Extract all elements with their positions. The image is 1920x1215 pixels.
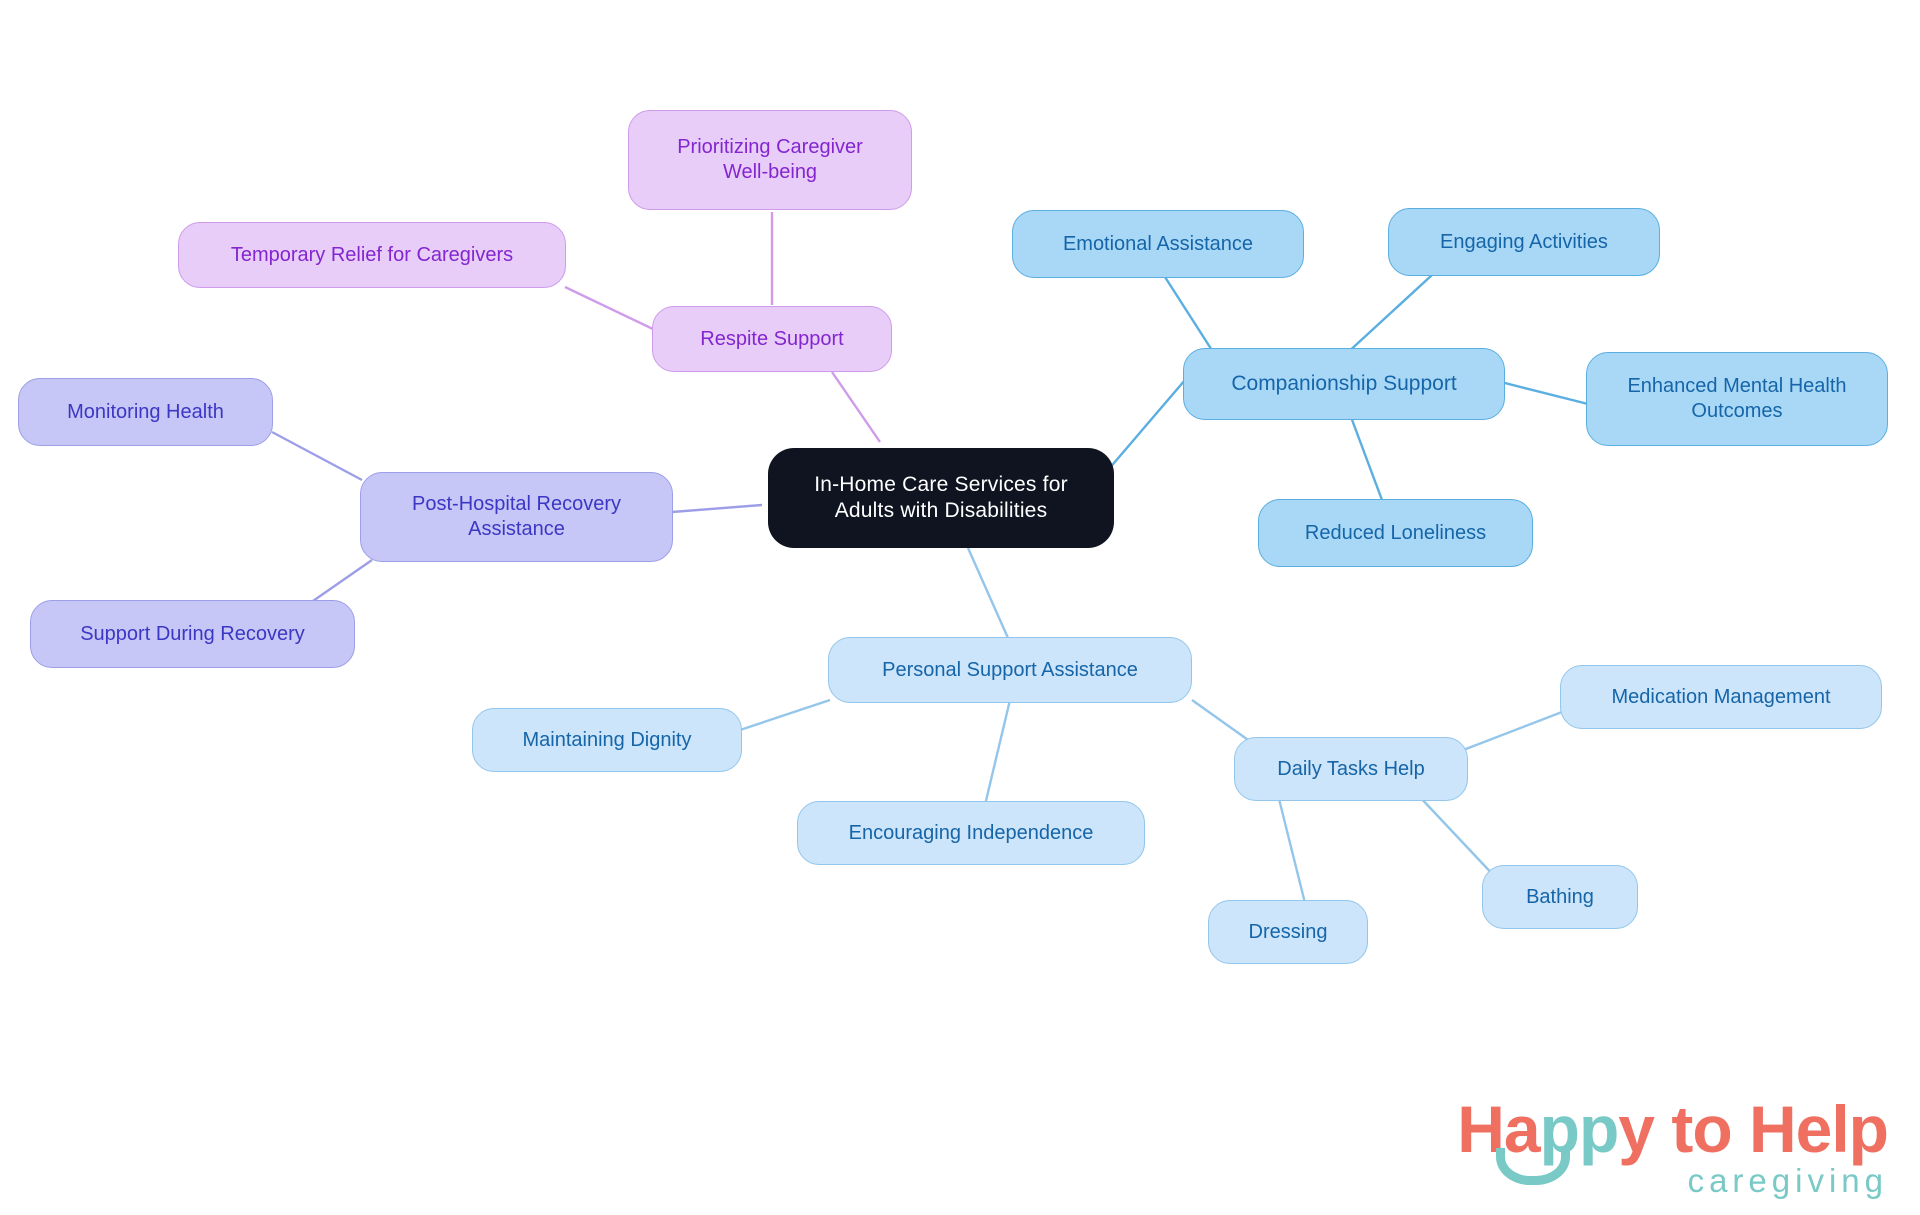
node-companionship-support-label: Companionship Support [1231,371,1457,395]
node-maintaining-dignity-label: Maintaining Dignity [522,728,692,751]
node-engaging-activities[interactable]: Engaging Activities [1388,208,1660,276]
brand-logo: Happy to Help caregiving [1418,1096,1889,1199]
smile-icon [1496,1148,1570,1185]
edge-dailytasks-bathing [1417,794,1499,881]
node-root-label: In-Home Care Services for Adults with Di… [814,472,1068,522]
edge-root-personal [966,547,1010,639]
node-reduced-loneliness[interactable]: Reduced Loneliness [1258,499,1533,567]
node-maintaining-dignity[interactable]: Maintaining Dignity [472,708,742,772]
node-dressing[interactable]: Dressing [1208,900,1368,964]
node-bathing-label: Bathing [1526,885,1594,908]
node-emotional-assistance[interactable]: Emotional Assistance [1012,210,1304,278]
node-support-during-recovery[interactable]: Support During Recovery [30,600,355,668]
node-encouraging-independence[interactable]: Encouraging Independence [797,801,1145,865]
node-encouraging-independence-label: Encouraging Independence [848,821,1094,844]
node-dressing-label: Dressing [1248,920,1328,943]
node-reduced-loneliness-label: Reduced Loneliness [1304,521,1487,544]
edge-root-posthospital [671,503,763,514]
edge-companionship-mentalhealth [1492,378,1589,406]
node-post-hospital-recovery-assistance-label: Post-Hospital Recovery Assistance [412,493,621,540]
edge-companionship-loneliness [1346,408,1384,501]
node-monitoring-health[interactable]: Monitoring Health [18,378,273,446]
node-temporary-relief-for-caregivers-label: Temporary Relief for Caregivers [230,243,514,266]
node-prioritizing-caregiver-wellbeing[interactable]: Prioritizing Caregiver Well-being [628,110,912,210]
edge-dailytasks-medication [1457,710,1563,754]
node-engaging-activities-label: Engaging Activities [1440,230,1608,253]
edge-companionship-engaging [1344,274,1433,356]
node-prioritizing-caregiver-wellbeing-label: Prioritizing Caregiver Well-being [677,136,863,183]
node-support-during-recovery-label: Support During Recovery [80,622,305,645]
node-personal-support-assistance-label: Personal Support Assistance [882,658,1138,681]
logo-subtitle: caregiving [1687,1162,1888,1199]
node-medication-management-label: Medication Management [1611,685,1831,708]
logo-wordmark: Happy to Help [1418,1096,1889,1185]
edge-companionship-emotional [1163,276,1217,356]
node-monitoring-health-label: Monitoring Health [67,400,224,423]
node-emotional-assistance-label: Emotional Assistance [1062,232,1254,255]
node-bathing[interactable]: Bathing [1482,865,1638,929]
node-temporary-relief-for-caregivers[interactable]: Temporary Relief for Caregivers [178,222,566,288]
edge-root-respite [831,371,881,443]
node-respite-support-label: Respite Support [700,327,844,350]
node-daily-tasks-help[interactable]: Daily Tasks Help [1234,737,1468,801]
logo-text-to-help: to Help [1654,1092,1889,1166]
node-daily-tasks-help-label: Daily Tasks Help [1277,757,1425,780]
edge-root-companionship [1107,379,1186,471]
node-personal-support-assistance[interactable]: Personal Support Assistance [828,637,1192,703]
logo-text-y: y [1618,1092,1655,1166]
node-respite-support[interactable]: Respite Support [652,306,892,372]
node-companionship-support[interactable]: Companionship Support [1183,348,1505,420]
edge-dailytasks-dressing [1276,794,1310,916]
edge-posthospital-monitoring [271,430,363,482]
edge-respite-temporary [564,285,656,332]
node-enhanced-mental-health-outcomes[interactable]: Enhanced Mental Health Outcomes [1586,352,1888,446]
node-post-hospital-recovery-assistance[interactable]: Post-Hospital Recovery Assistance [360,472,673,562]
node-medication-management[interactable]: Medication Management [1560,665,1882,729]
node-root[interactable]: In-Home Care Services for Adults with Di… [768,448,1114,548]
node-enhanced-mental-health-outcomes-label: Enhanced Mental Health Outcomes [1627,375,1847,422]
edge-personal-independence [983,699,1012,806]
edge-personal-dignity [739,698,831,732]
